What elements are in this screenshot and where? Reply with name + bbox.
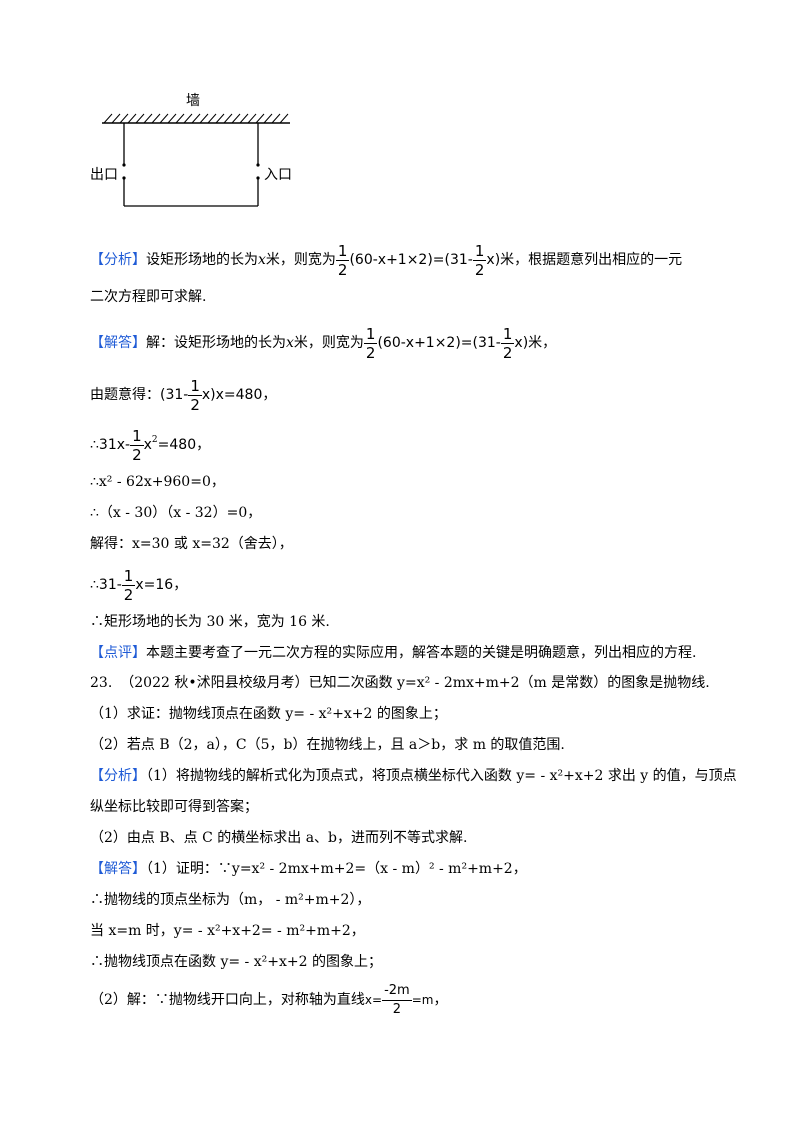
wall-diagram: 墙 出口 入口 bbox=[90, 90, 310, 220]
solution-tag: 【解答】 bbox=[90, 335, 146, 351]
analysis-23-tag: 【分析】 bbox=[90, 768, 146, 784]
solution-23-line-2: ∴抛物线的顶点坐标为（m， - m²+m+2）， bbox=[90, 892, 371, 908]
wall-diagram-svg bbox=[102, 113, 290, 207]
solution-23-tag: 【解答】 bbox=[90, 861, 146, 877]
entrance-label: 入口 bbox=[264, 167, 292, 183]
question-23-stem: 23. （2022 秋•沭阳县校级月考）已知二次函数 y=x² - 2mx+m+2… bbox=[90, 673, 710, 693]
conclusion-line: ∴矩形场地的长为 30 米，宽为 16 米. bbox=[90, 614, 330, 630]
analysis-23-line-2: 纵坐标比较即可得到答案； bbox=[90, 799, 258, 815]
analysis-23-line-3: （2）由点 B、点 C 的横坐标求出 a、b，进而列不等式求解. bbox=[90, 830, 468, 846]
solution-23-line-4: ∴抛物线顶点在函数 y= - x²+x+2 的图象上； bbox=[90, 954, 382, 970]
analysis-tag: 【分析】 bbox=[90, 252, 146, 268]
exit-post-top bbox=[122, 163, 126, 167]
solution-23-line-3: 当 x=m 时，y= - x²+x+2= - m²+m+2， bbox=[90, 923, 365, 939]
question-number: 23. bbox=[90, 675, 113, 691]
solution-23-line-1: 【解答】（1）证明：∵y=x² - 2mx+m+2=（x - m）² - m²+… bbox=[90, 861, 527, 877]
wall-label: 墙 bbox=[186, 93, 200, 109]
analysis-line-2: 二次方程即可求解. bbox=[90, 289, 207, 305]
entrance-post-top bbox=[256, 163, 260, 167]
comment-tag: 【点评】 bbox=[90, 645, 146, 661]
wall-hatching bbox=[103, 113, 289, 124]
analysis-23-line-1: 【分析】（1）将抛物线的解析式化为顶点式，将顶点横坐标代入函数 y= - x²+… bbox=[90, 768, 737, 784]
question-text: 已知二次函数 y=x² - 2mx+m+2（m 是常数）的图象是抛物线. bbox=[308, 675, 710, 691]
exit-label: 出口 bbox=[90, 167, 118, 183]
question-23-part-1: （1）求证：抛物线顶点在函数 y= - x²+x+2 的图象上； bbox=[90, 706, 447, 722]
equation-line-3: ∴x² - 62x+960=0， bbox=[90, 474, 225, 490]
question-23-part-2: （2）若点 B（2，a），C（5，b）在抛物线上，且 a＞b，求 m 的取值范围… bbox=[90, 737, 565, 753]
comment-line: 【点评】本题主要考查了一元二次方程的实际应用，解答本题的关键是明确题意，列出相应… bbox=[90, 645, 697, 661]
equation-line-4: ∴（x - 30）（x - 32）=0， bbox=[90, 505, 262, 521]
question-source: （2022 秋•沭阳县校级月考） bbox=[120, 675, 309, 691]
equation-line-5: 解得：x=30 或 x=32（舍去）， bbox=[90, 536, 293, 552]
